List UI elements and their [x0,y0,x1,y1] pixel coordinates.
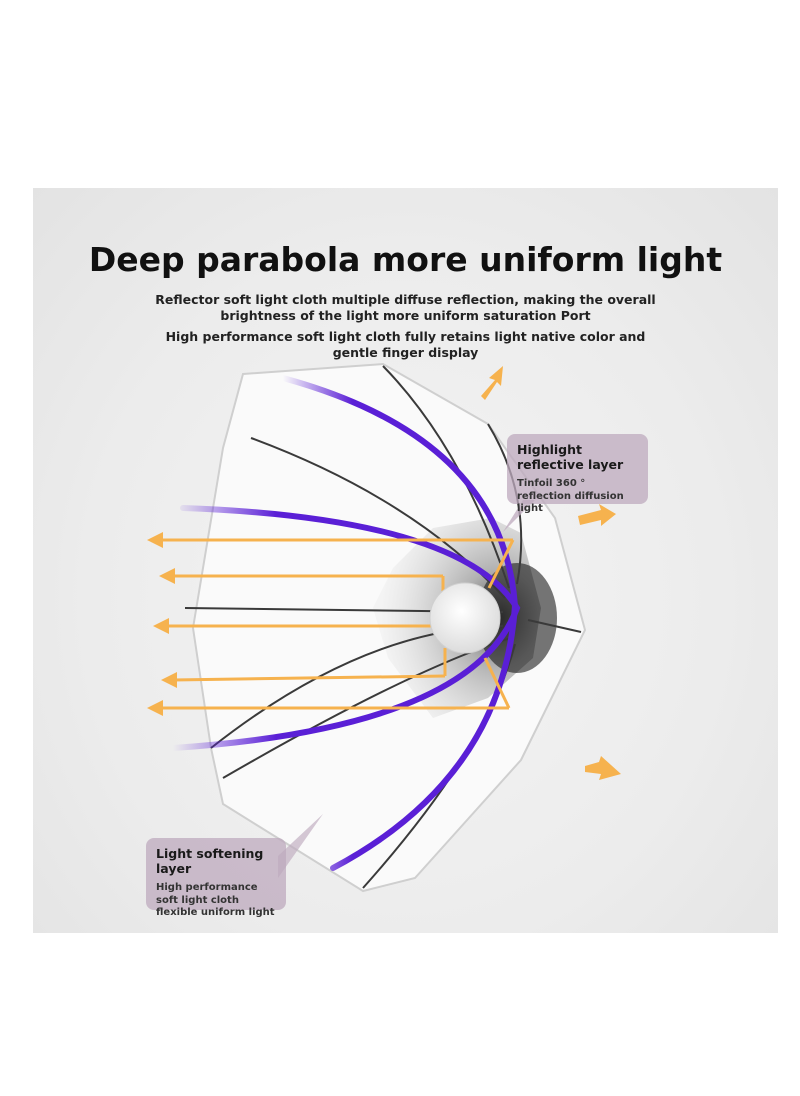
ray-arrowheads [147,532,177,716]
arrow-up-right-icon [481,366,503,400]
page-title: Deep parabola more uniform light [88,240,723,279]
callout-title: Light softening layer [156,846,264,876]
callout-light-softening: Light softening layer High performance s… [146,838,286,918]
softbox-illustration [147,362,621,893]
bulb-icon [429,582,501,654]
callout-title: Highlight reflective layer [517,442,624,472]
callout-description: High performance soft light cloth flexib… [156,882,275,918]
arrow-right-icon [578,504,616,526]
light-path-arcs [170,375,521,871]
arrow-down-right-icon [585,756,621,780]
callout-highlight-reflective: Highlight reflective layer Tinfoil 360 °… [507,434,648,514]
subtitle-reflection: Reflector soft light cloth multiple diff… [155,292,656,323]
subtitle-soft-light: High performance soft light cloth fully … [165,329,646,360]
product-panel: Deep parabola more uniform light Reflect… [33,188,778,933]
callout-description: Tinfoil 360 ° reflection diffusion light [517,478,624,514]
light-rays [159,538,515,710]
